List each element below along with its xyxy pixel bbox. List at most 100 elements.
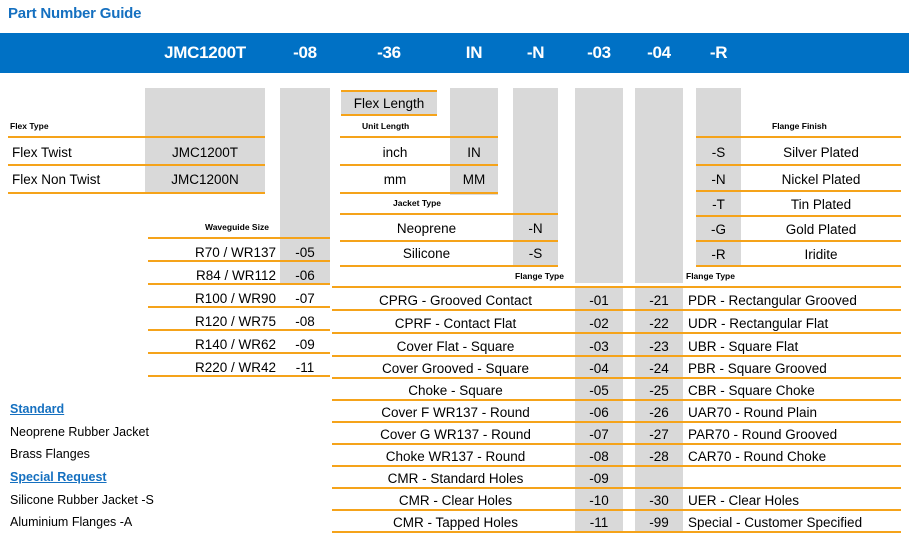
flange-type-right-code: -24	[649, 361, 669, 376]
flange-type-right-name: PAR70 - Round Grooved	[688, 427, 838, 442]
band-flex-type-code	[145, 88, 265, 194]
waveguide-name: R70 / WR137	[194, 245, 276, 260]
rule	[340, 192, 498, 194]
notes-special-line: Aluminium Flanges -A	[10, 515, 133, 529]
flange-finish-name: Iridite	[804, 247, 838, 262]
rule	[340, 240, 558, 242]
rule	[332, 286, 901, 288]
rule	[332, 487, 901, 489]
page-title: Part Number Guide	[8, 5, 142, 22]
rule	[340, 164, 498, 166]
notes-special-heading: Special Request	[10, 470, 107, 484]
flange-type-right-code: -26	[649, 405, 669, 420]
flange-finish-name: Gold Plated	[785, 222, 857, 237]
waveguide-code: -06	[295, 268, 315, 283]
rule	[696, 240, 901, 242]
pn-segment-flange-finish: -R	[709, 43, 728, 62]
flange-type-right-code	[635, 468, 683, 489]
pn-segment-flange-type-2: -04	[647, 43, 671, 62]
rule	[332, 509, 901, 511]
flange-type-left-code: -05	[589, 383, 609, 398]
band-flange-type-right	[635, 88, 683, 283]
rule	[148, 306, 330, 308]
flex-type-name: Flex Twist	[12, 145, 72, 160]
flange-type-right-code: -28	[649, 449, 669, 464]
flange-type-left-name: Cover Flat - Square	[396, 339, 515, 354]
flange-type-right-name: UBR - Square Flat	[688, 339, 799, 354]
pn-segment-jacket-type: -N	[526, 43, 545, 62]
flange-type-right-name: CBR - Square Choke	[688, 383, 815, 398]
rule	[340, 213, 558, 215]
flange-type-left-name: CMR - Tapped Holes	[392, 515, 519, 530]
rule	[148, 237, 330, 239]
flange-type-left-code: -10	[589, 493, 609, 508]
rule	[696, 136, 901, 138]
rule	[696, 265, 901, 267]
flange-type-left-name: Cover F WR137 - Round	[381, 405, 530, 420]
waveguide-code: -08	[295, 314, 315, 329]
rule	[148, 329, 330, 331]
waveguide-code: -11	[295, 360, 315, 375]
pn-segment-flange-type-1: -03	[587, 43, 611, 62]
rule	[148, 283, 330, 285]
caption-waveguide-size: Waveguide Size	[205, 222, 269, 232]
rule	[340, 265, 558, 267]
rule	[696, 164, 901, 166]
flange-type-right-name: UAR70 - Round Plain	[688, 405, 818, 420]
flange-type-right-code: -22	[649, 316, 669, 331]
flange-type-right-code: -23	[649, 339, 669, 354]
rule	[332, 531, 901, 533]
flange-type-left-name: Choke WR137 - Round	[385, 449, 526, 464]
flange-type-left-code: -04	[589, 361, 609, 376]
flange-type-right-name	[688, 468, 903, 489]
flange-finish-name: Tin Plated	[790, 197, 852, 212]
flange-type-left-name: CMR - Clear Holes	[398, 493, 513, 508]
pn-segment-waveguide-size: -08	[293, 43, 317, 62]
flange-type-right-name: CAR70 - Round Choke	[688, 449, 827, 464]
rule	[332, 309, 901, 311]
flange-finish-code: -N	[711, 172, 726, 187]
rule	[148, 260, 330, 262]
pn-segment-unit-length: IN	[465, 43, 483, 62]
flex-type-code: JMC1200N	[171, 172, 239, 187]
flex-type-name: Flex Non Twist	[12, 172, 101, 187]
flange-type-right-code: -27	[649, 427, 669, 442]
waveguide-name: R140 / WR62	[194, 337, 276, 352]
flange-type-left-code: -09	[589, 471, 609, 486]
flange-type-left-code: -06	[589, 405, 609, 420]
rule	[8, 164, 265, 166]
unit-length-code: IN	[467, 145, 481, 160]
band-flange-type-left	[575, 88, 623, 283]
flange-finish-code: -T	[712, 197, 725, 212]
flange-type-right-code: -25	[649, 383, 669, 398]
notes-standard-line: Brass Flanges	[10, 447, 90, 461]
rule	[696, 215, 901, 217]
jacket-type-name: Neoprene	[396, 221, 457, 236]
rule	[332, 377, 901, 379]
pn-segment-flex-length: -36	[377, 43, 401, 62]
flange-type-left-name: Cover G WR137 - Round	[380, 427, 531, 442]
rule	[696, 190, 901, 192]
unit-length-code: MM	[462, 172, 486, 187]
notes-standard-line: Neoprene Rubber Jacket	[10, 425, 149, 439]
rule	[8, 192, 265, 194]
flange-type-right-code: -99	[649, 515, 669, 530]
flange-type-right-code: -21	[649, 293, 669, 308]
flange-finish-code: -G	[711, 222, 726, 237]
rule	[332, 443, 901, 445]
jacket-type-code: -N	[528, 221, 543, 236]
flange-type-right-name: Special - Customer Specified	[688, 515, 863, 530]
flange-type-left-code: -08	[589, 449, 609, 464]
flange-type-left-name: CPRG - Grooved Contact	[378, 293, 533, 308]
flange-type-left-name: CMR - Standard Holes	[387, 471, 524, 486]
waveguide-code: -07	[295, 291, 315, 306]
flange-finish-code: -S	[711, 145, 726, 160]
rule	[332, 399, 901, 401]
waveguide-code: -09	[295, 337, 315, 352]
flange-type-right-code: -30	[649, 493, 669, 508]
rule	[332, 421, 901, 423]
pn-segment-flex-type: JMC1200T	[164, 43, 246, 62]
waveguide-name: R120 / WR75	[194, 314, 276, 329]
jacket-type-code: -S	[528, 246, 543, 261]
